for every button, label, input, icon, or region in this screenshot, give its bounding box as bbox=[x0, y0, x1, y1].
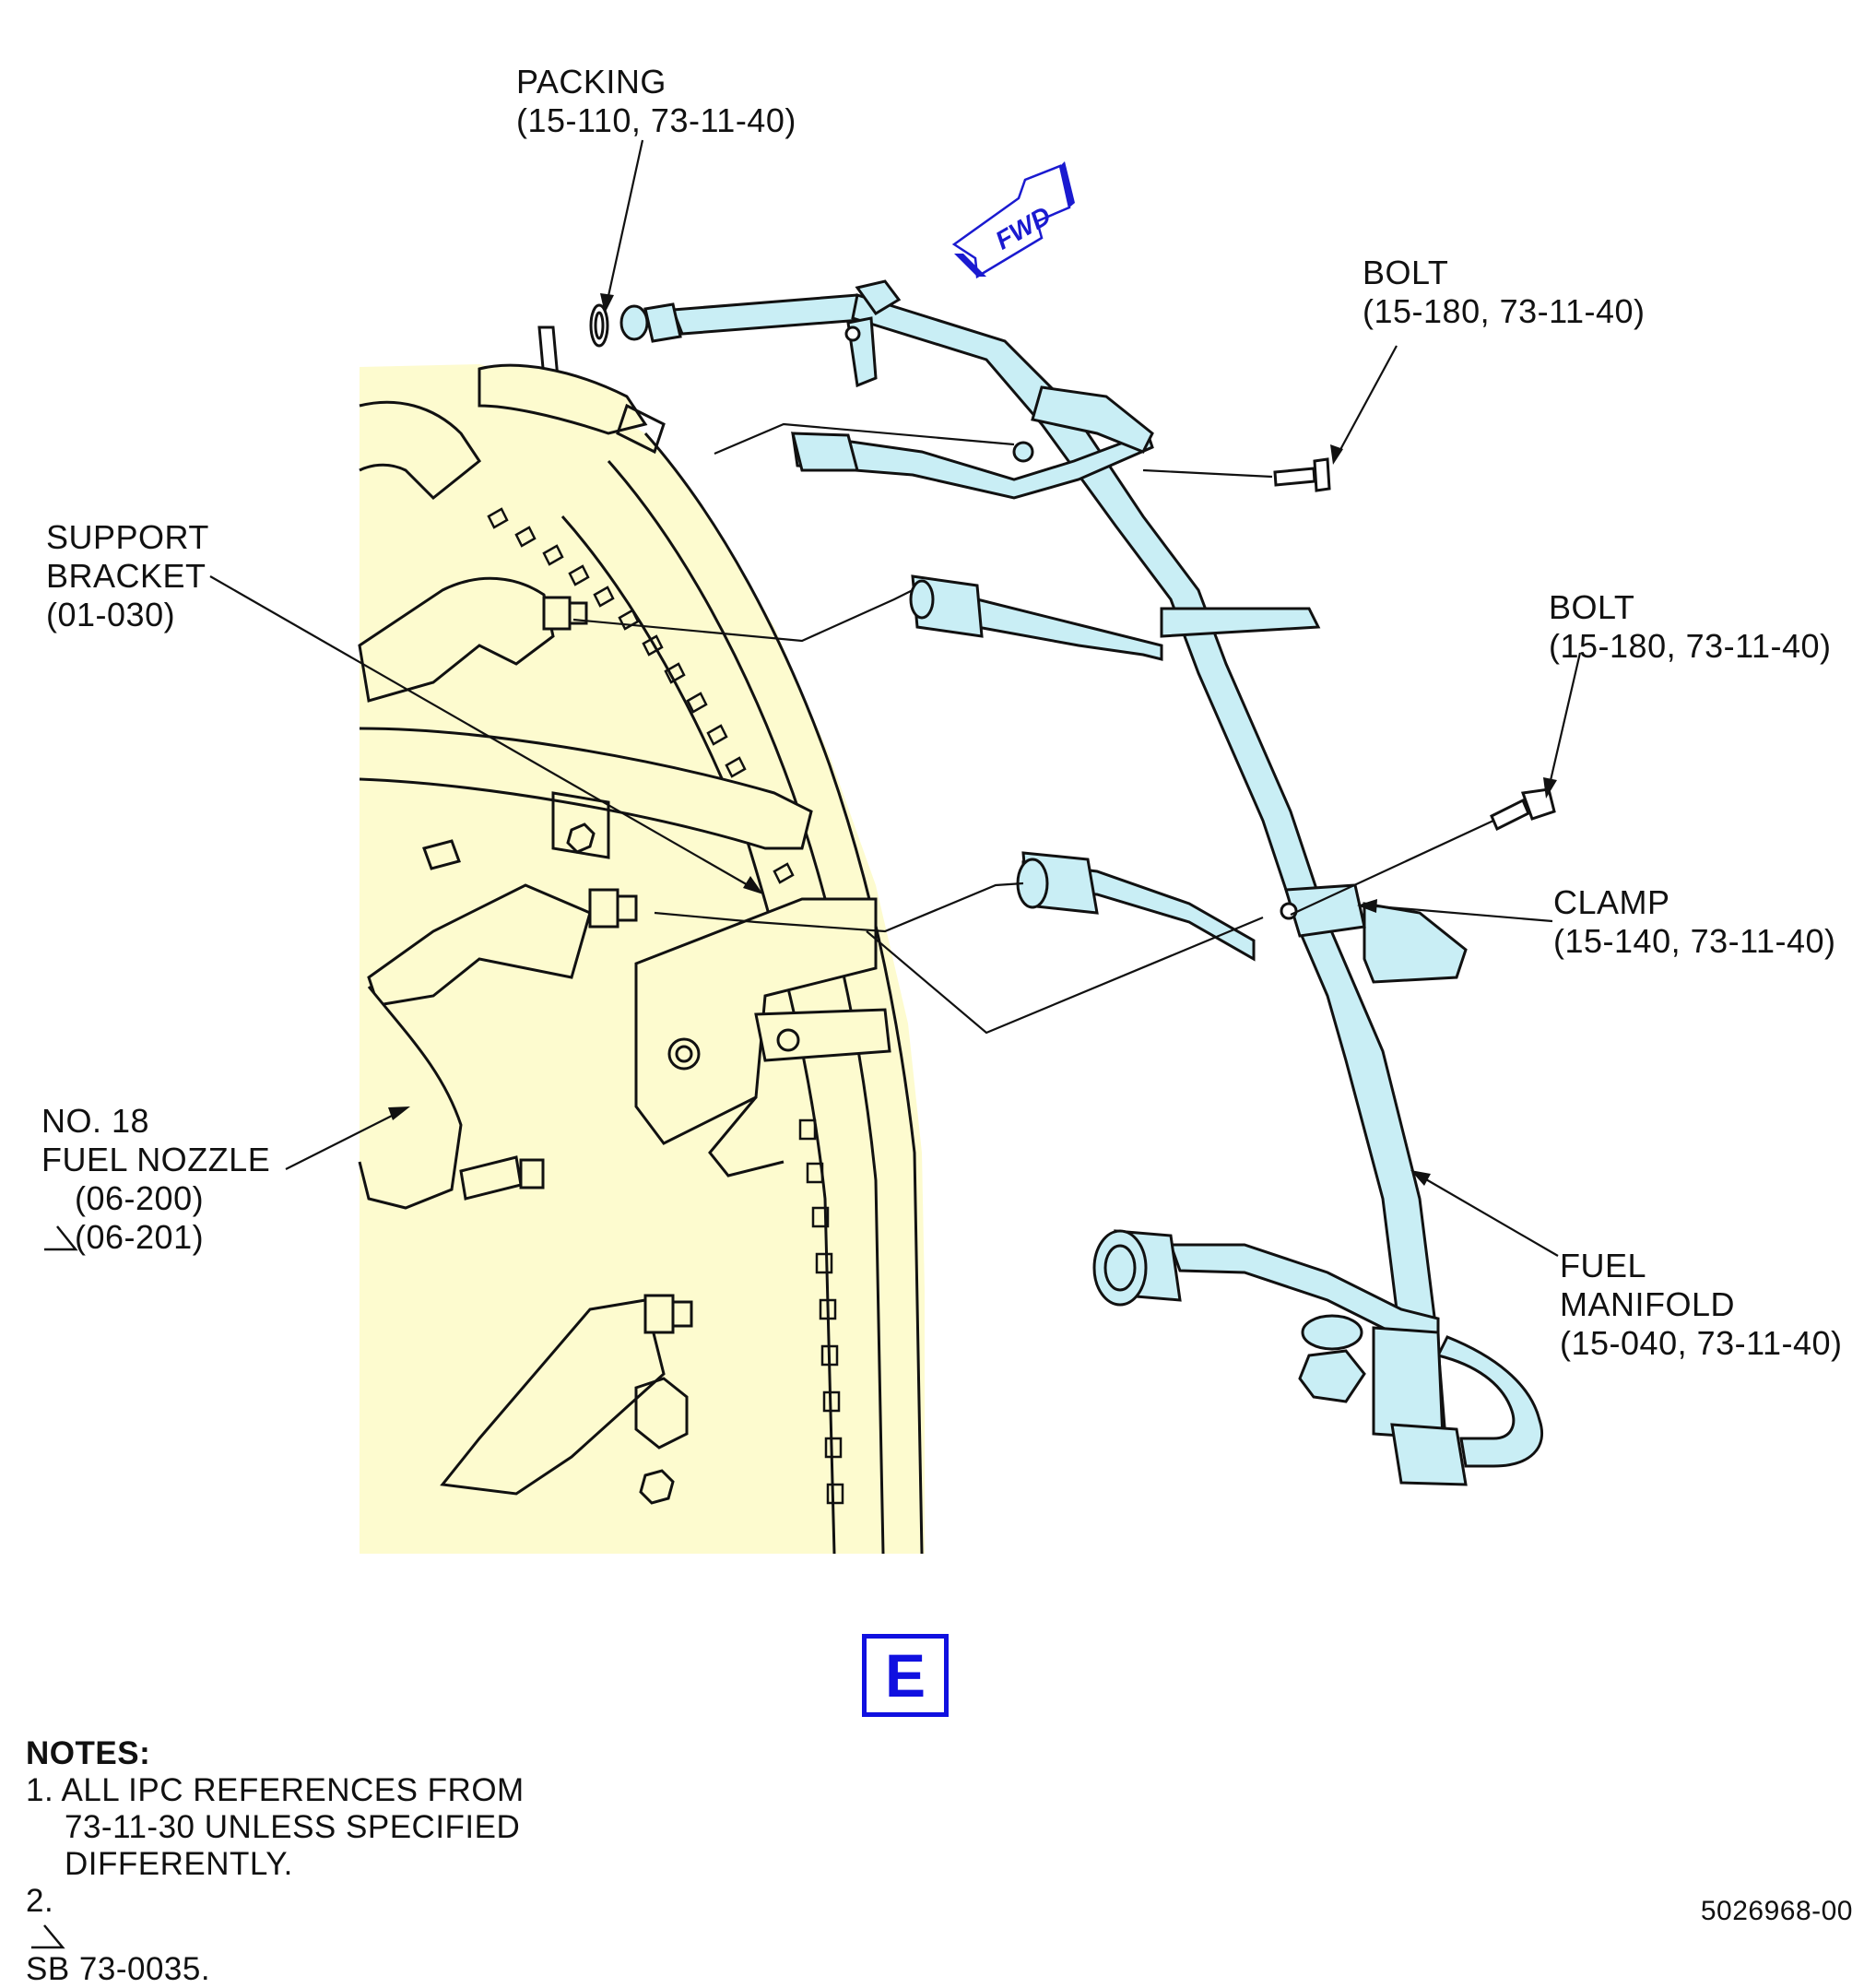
fuel-manifold-ref: (15-040, 73-11-40) bbox=[1560, 1324, 1843, 1362]
fuel-nozzle-line1: NO. 18 bbox=[41, 1102, 150, 1140]
packing-ref: (15-110, 73-11-40) bbox=[516, 101, 796, 139]
notes-title: NOTES: bbox=[26, 1735, 151, 1771]
bolt-lower-ref: (15-180, 73-11-40) bbox=[1549, 627, 1832, 665]
support-bracket-label: SUPPORT BRACKET (01-030) bbox=[46, 518, 209, 634]
note-2-number: 2. bbox=[26, 1883, 54, 1919]
leader-arrowheads bbox=[388, 293, 1557, 1186]
fuel-nozzle-ref1: (06-200) bbox=[75, 1179, 205, 1217]
bolt-upper-label: BOLT (15-180, 73-11-40) bbox=[1363, 254, 1646, 331]
bolt-upper-ref: (15-180, 73-11-40) bbox=[1363, 292, 1646, 330]
fwd-direction-arrow: FWD bbox=[951, 161, 1075, 279]
clamp-ref: (15-140, 73-11-40) bbox=[1553, 922, 1836, 960]
notes-block: NOTES: 1. ALL IPC REFERENCES FROM 73-11-… bbox=[26, 1735, 525, 1988]
clamp-label: CLAMP (15-140, 73-11-40) bbox=[1553, 883, 1836, 961]
packing-label: PACKING (15-110, 73-11-40) bbox=[516, 63, 796, 140]
bolt-upper-name: BOLT bbox=[1363, 254, 1449, 291]
fuel-nozzle-line2: FUEL NOZZLE bbox=[41, 1141, 271, 1178]
packing-ring bbox=[589, 303, 609, 348]
view-letter: E bbox=[884, 1641, 926, 1710]
note-1-line2: 73-11-30 UNLESS SPECIFIED bbox=[65, 1809, 521, 1845]
fuel-manifold-line1: FUEL bbox=[1560, 1247, 1647, 1284]
note-1-line3: DIFFERENTLY. bbox=[65, 1846, 293, 1882]
bolt-lower-part bbox=[1490, 787, 1556, 832]
note-2-text: SB 73-0035. bbox=[26, 1951, 211, 1987]
note-1-line1: 1. ALL IPC REFERENCES FROM bbox=[26, 1772, 525, 1808]
document-number: 5026968-00 bbox=[1700, 1896, 1853, 1926]
sb-marker-nozzle bbox=[44, 1225, 78, 1251]
view-letter-box: E bbox=[862, 1634, 949, 1717]
fuel-manifold-label: FUEL MANIFOLD (15-040, 73-11-40) bbox=[1560, 1247, 1843, 1363]
fuel-nozzle-label: NO. 18 FUEL NOZZLE (06-200) (06-201) bbox=[41, 1102, 270, 1257]
leader-lines bbox=[209, 139, 1582, 1257]
note-2: 2. SB 73-0035. bbox=[26, 1883, 525, 1988]
bolt-upper-part bbox=[1273, 457, 1331, 492]
bolt-lower-label: BOLT (15-180, 73-11-40) bbox=[1549, 588, 1832, 666]
bolt-lower-name: BOLT bbox=[1549, 588, 1635, 626]
packing-name: PACKING bbox=[516, 63, 667, 101]
support-bracket-line2: BRACKET bbox=[46, 557, 206, 595]
exploded-view-illustration: FWD bbox=[44, 139, 1582, 1555]
clamp-name: CLAMP bbox=[1553, 883, 1670, 921]
engine-case bbox=[358, 325, 925, 1555]
fuel-manifold-illustration bbox=[619, 279, 1543, 1486]
support-bracket-line1: SUPPORT bbox=[46, 518, 209, 556]
sb-marker-icon bbox=[26, 1920, 68, 1951]
fuel-nozzle-ref2: (06-201) bbox=[75, 1218, 205, 1256]
support-bracket-ref: (01-030) bbox=[46, 596, 176, 633]
fuel-manifold-line2: MANIFOLD bbox=[1560, 1285, 1736, 1323]
